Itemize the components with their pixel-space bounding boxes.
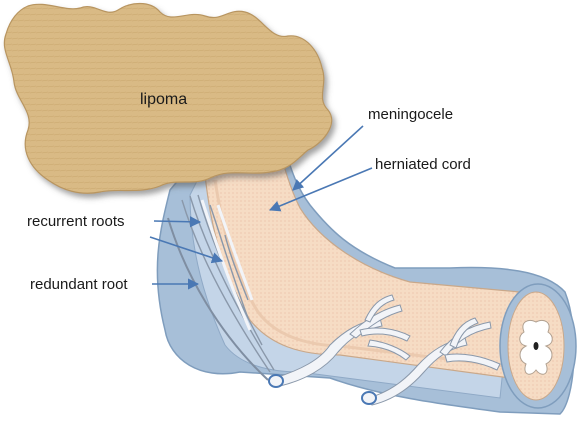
label-redundant-root: redundant root	[30, 276, 128, 293]
lipoma-mass	[3, 2, 333, 194]
label-meningocele: meningocele	[368, 106, 453, 123]
nerve-roots	[274, 294, 501, 406]
redundant-root	[167, 217, 269, 381]
cord-cross-section	[499, 283, 577, 409]
label-lipoma: lipoma	[140, 91, 187, 108]
label-herniated-cord: herniated cord	[375, 156, 471, 173]
root-sleeve-2	[361, 391, 377, 405]
label-recurrent-roots: recurrent roots	[27, 213, 125, 230]
root-sleeve-1	[268, 374, 284, 388]
pointer-arrows	[149, 125, 373, 290]
